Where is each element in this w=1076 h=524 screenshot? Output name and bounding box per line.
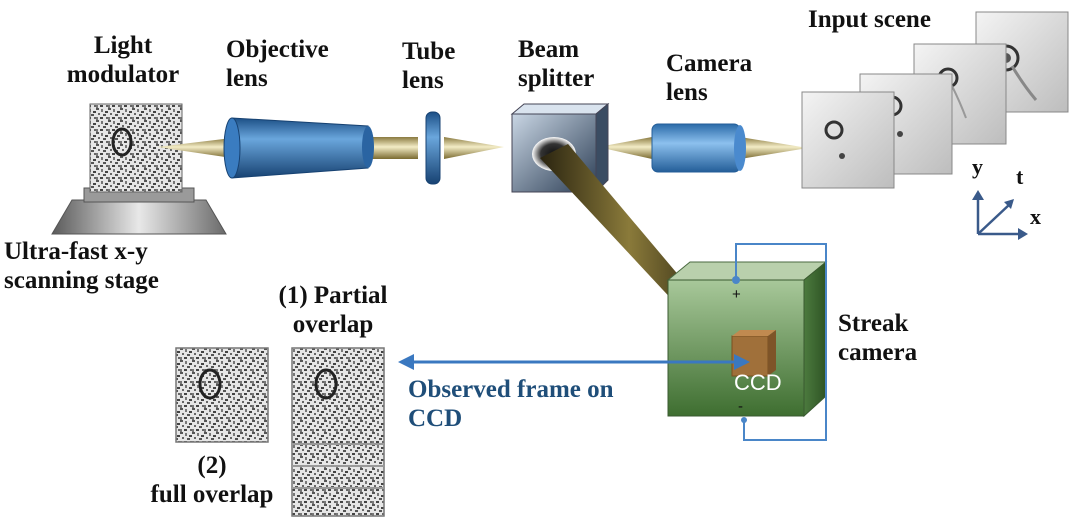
axes-indicator (972, 190, 1028, 240)
axis-x-label: x (1030, 204, 1041, 229)
plus-sign: + (732, 286, 741, 303)
observed-frame-line-2: CCD (408, 404, 463, 432)
tube-lens (425, 111, 441, 185)
objective-lens-line-2: lens (226, 64, 268, 92)
minus-sign: - (738, 398, 743, 415)
axis-t-label: t (1016, 164, 1024, 189)
light-modulator-line-2: modulator (66, 60, 180, 88)
streak-camera-label: Streak camera (838, 310, 917, 368)
stage-line-1: Ultra-fast x-y (4, 238, 148, 265)
light-modulator-label: Light modulator (60, 32, 186, 90)
stage-line-2: scanning stage (4, 266, 159, 294)
camera-wire (732, 243, 827, 441)
light-modulator-line-1: Light (93, 32, 153, 59)
full-overlap-label: (2) full overlap (130, 452, 294, 510)
partial-overlap-label: (1) Partial overlap (260, 282, 406, 340)
observed-frame-label: Observed frame on CCD (408, 376, 614, 434)
full-overlap-line-1: (2) (197, 452, 227, 479)
full-overlap-frame (175, 347, 269, 443)
objective-lens (223, 117, 374, 179)
partial-overlap-frame (291, 347, 385, 517)
observed-frame-line-1: Observed frame on (408, 376, 614, 403)
camera-lens (651, 123, 746, 173)
beam-splitter-line-2: splitter (518, 64, 595, 92)
objective-lens-label: Objective lens (226, 36, 329, 94)
tube-lens-label: Tube lens (402, 38, 455, 96)
beam-splitter-label: Beam splitter (518, 36, 594, 94)
streak-camera (666, 260, 828, 418)
camera-lens-line-2: lens (666, 78, 708, 106)
tube-lens-line-1: Tube (402, 38, 456, 65)
camera-lens-line-1: Camera (666, 50, 753, 77)
scanning-stage (51, 187, 227, 235)
input-scene-label: Input scene (808, 6, 931, 33)
stage-label: Ultra-fast x-y scanning stage (4, 238, 159, 296)
light-beam (157, 137, 808, 159)
objective-lens-line-1: Objective (226, 36, 329, 63)
input-scene-frames (801, 11, 1069, 189)
partial-overlap-line-2: overlap (292, 310, 374, 338)
beam-splitter-line-1: Beam (518, 36, 580, 63)
streak-camera-line-2: camera (838, 338, 918, 366)
observed-frame-arrow (398, 354, 750, 370)
full-overlap-line-2: full overlap (150, 480, 274, 508)
axis-y-label: y (972, 154, 983, 179)
ccd-label: CCD (734, 370, 782, 395)
camera-lens-label: Camera lens (666, 50, 752, 108)
streak-camera-line-1: Streak (838, 310, 909, 337)
partial-overlap-line-1: (1) Partial (278, 282, 388, 309)
tube-lens-line-2: lens (402, 66, 444, 94)
